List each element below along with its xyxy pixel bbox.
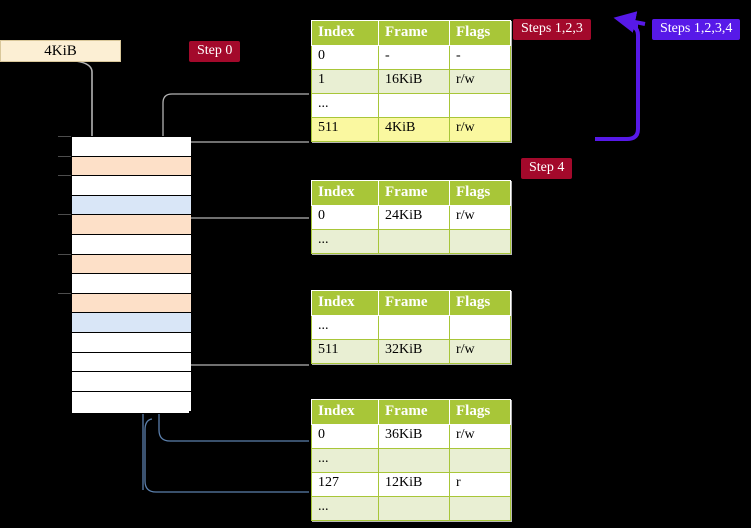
memory-frame-row [72,333,191,353]
memory-frame-tick [58,136,71,137]
memory-frame-row [72,254,191,275]
column-header-flags: Flags [449,290,511,316]
table-cell: r/w [449,424,511,449]
table-row: ... [311,496,511,521]
column-header-flags: Flags [449,180,511,206]
badge-step-4: Step 4 [521,158,573,179]
memory-frame-tick [58,253,71,255]
wire-pd-to-memory [176,309,309,366]
column-header-frame: Frame [378,399,450,425]
table-cell: ... [311,229,379,254]
table-cell: - [449,45,511,70]
table-row: 0-- [311,45,511,70]
column-header-index: Index [311,399,379,425]
memory-frame-tick [58,214,71,216]
memory-frame-row [72,195,191,216]
memory-frame-row [72,215,191,235]
column-header-frame: Frame [378,20,450,46]
badge-step-0: Step 0 [189,41,241,62]
memory-frame-row [72,391,191,412]
wire-steps-loop [595,24,640,141]
table-cell [449,315,511,340]
table-cell: 16KiB [378,69,450,94]
table-cell: 511 [311,117,379,142]
table-cell: ... [311,315,379,340]
column-header-index: Index [311,290,379,316]
column-header-flags: Flags [449,399,511,425]
table-cell: - [378,45,450,70]
table-cell: 12KiB [378,472,450,497]
table-cell: 32KiB [378,339,450,364]
memory-frame-row [72,156,191,177]
table-cell [378,496,450,521]
memory-frame-row [72,293,191,314]
column-header-flags: Flags [449,20,511,46]
table-cell: 4KiB [378,117,450,142]
wire-pt-row127-to-memory [144,418,309,493]
column-header-frame: Frame [378,180,450,206]
table-cell: 24KiB [378,205,450,230]
size-label-4kib: 4KiB [0,40,121,62]
memory-frame-row [72,235,191,255]
table-cell [449,229,511,254]
table-row: ... [311,448,511,473]
table-cell: 511 [311,339,379,364]
column-header-frame: Frame [378,290,450,316]
memory-frame-row [72,352,191,373]
table-cell: ... [311,448,379,473]
table-cell: r/w [449,69,511,94]
memory-frame-tick [58,292,71,294]
memory-frame-row [72,176,191,196]
table-cell [378,229,450,254]
table-cell: 127 [311,472,379,497]
wire-steps-loop-head [613,11,646,33]
badge-steps-123: Steps 1,2,3 [513,19,591,40]
table-cell [378,93,450,118]
memory-frame-tick [58,155,71,157]
table-cell [378,315,450,340]
memory-frame-row [72,313,191,333]
table-cell: 1 [311,69,379,94]
wire-pdpt-to-memory [171,217,309,263]
table-cell [449,93,511,118]
table-cell: 0 [311,424,379,449]
memory-frame-row [72,274,191,294]
table-row: ... [311,93,511,118]
memory-frame-tick [58,175,71,177]
table-cell [449,496,511,521]
table-cell: 0 [311,205,379,230]
table-cell: r/w [449,117,511,142]
table-cell: r/w [449,205,511,230]
memory-frame-row [72,372,191,392]
table-cell [378,448,450,473]
table-cell: r/w [449,339,511,364]
table-row: ... [311,315,511,340]
table-cell: 0 [311,45,379,70]
table-cell: r [449,472,511,497]
column-header-index: Index [311,20,379,46]
badge-steps-1234: Steps 1,2,3,4 [652,19,741,40]
memory-frame-row [72,137,191,157]
table-cell: ... [311,496,379,521]
column-header-index: Index [311,180,379,206]
physical-memory-column [71,136,191,414]
table-cell: 36KiB [378,424,450,449]
table-cell: ... [311,93,379,118]
table-row: ... [311,229,511,254]
table-cell [449,448,511,473]
